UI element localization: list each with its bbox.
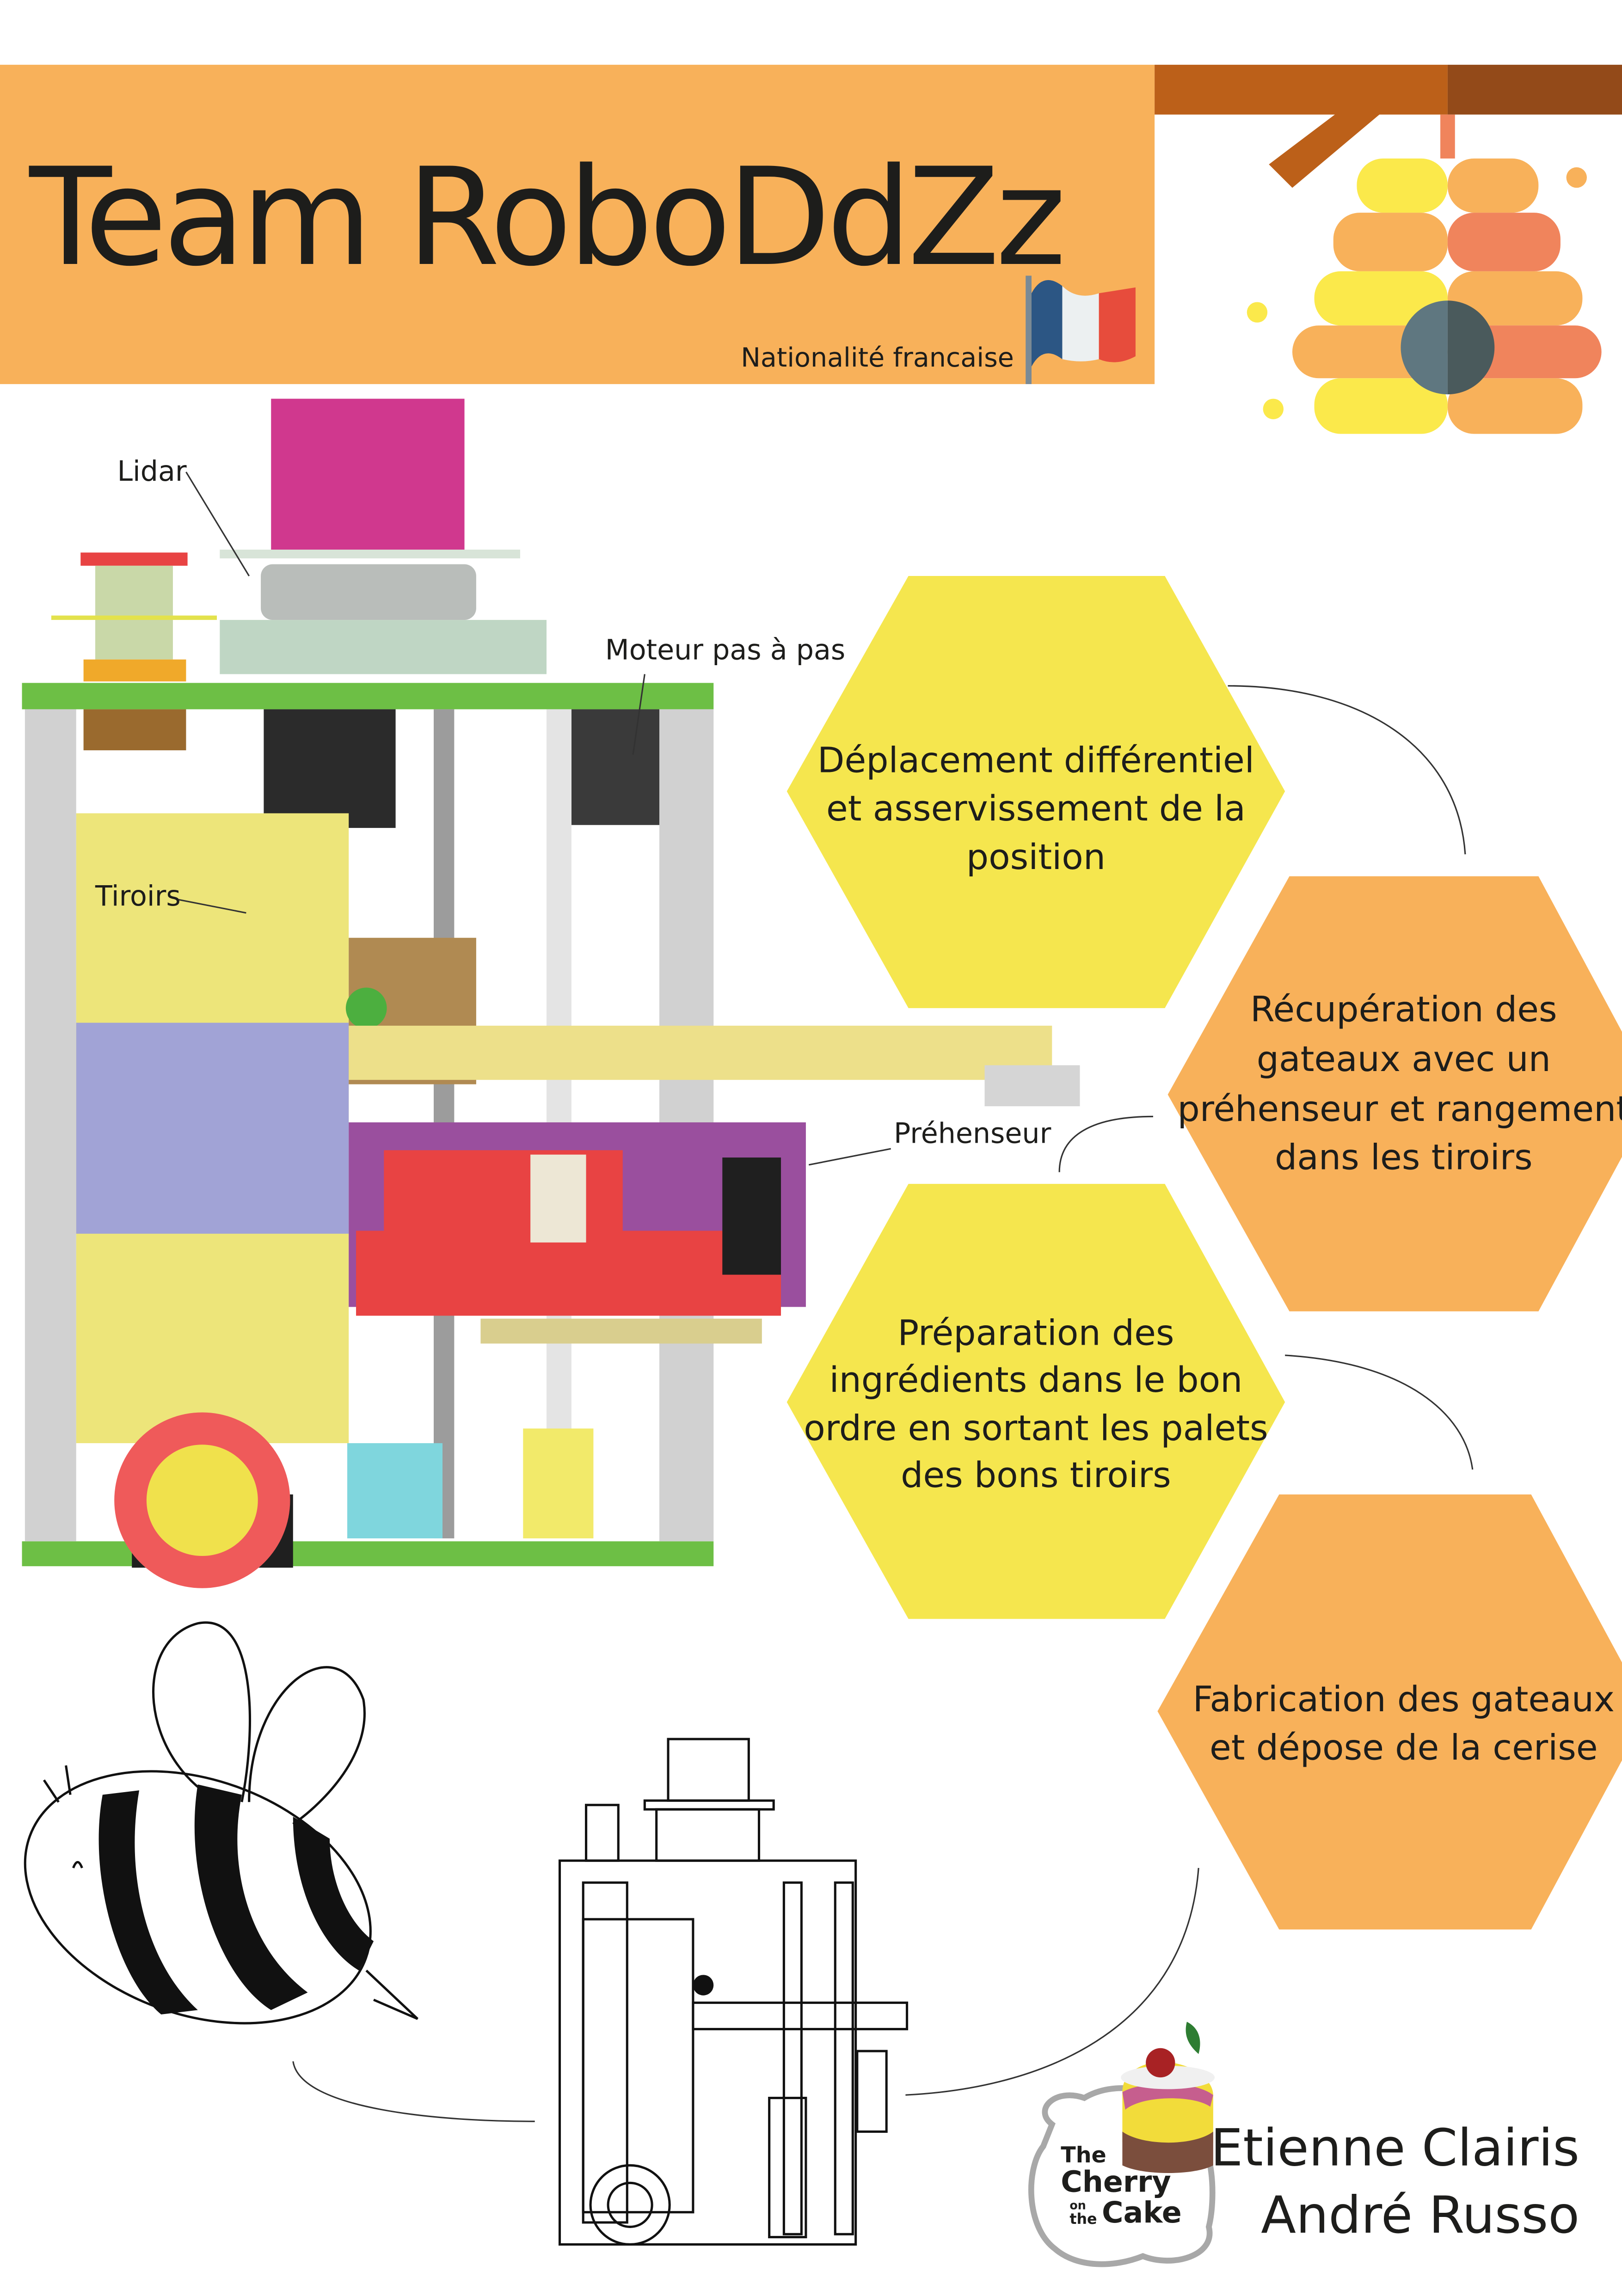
feature-hex-1: Déplacement différentiel et asservisseme… bbox=[786, 576, 1285, 1008]
label-drawers: Tiroirs bbox=[95, 880, 181, 912]
svg-text:Cherry: Cherry bbox=[1061, 2164, 1171, 2198]
hex-text-line: Préparation des bbox=[897, 1312, 1174, 1353]
hex-text-line: des bons tiroirs bbox=[901, 1454, 1171, 1495]
robot-sketch bbox=[558, 1738, 909, 2246]
hex-text-line: gateaux avec un bbox=[1257, 1038, 1551, 1079]
hex-text-line: position bbox=[966, 836, 1106, 877]
robot-render bbox=[22, 398, 1080, 1588]
label-stepper: Moteur pas à pas bbox=[605, 634, 845, 667]
hex-text-line: Fabrication des gateaux bbox=[1193, 1678, 1615, 1720]
team-member-name: André Russo bbox=[1261, 2186, 1579, 2245]
connectors bbox=[292, 685, 1474, 2122]
bee-sketch bbox=[24, 1621, 418, 2025]
hex-text-line: préhenseur et rangement bbox=[1177, 1088, 1622, 1129]
team-member-name: Etienne Clairis bbox=[1210, 2118, 1579, 2178]
beehive-icon bbox=[1155, 65, 1622, 434]
cherry-on-the-cake-logo: The Cherry on the Cake bbox=[1028, 2021, 1216, 2267]
svg-text:The: The bbox=[1061, 2143, 1106, 2168]
robot-labels: Lidar Moteur pas à pas Tiroirs Préhenseu… bbox=[95, 455, 1051, 1166]
feature-hex-2: Récupération des gateaux avec un préhens… bbox=[1167, 876, 1622, 1311]
france-flag-icon bbox=[1026, 276, 1136, 384]
feature-hex-3: Préparation des ingrédients dans le bon … bbox=[786, 1184, 1285, 1619]
hex-text-line: et dépose de la cerise bbox=[1210, 1727, 1598, 1768]
svg-text:on: on bbox=[1069, 2198, 1086, 2212]
hex-text-line: et asservissement de la bbox=[826, 788, 1246, 829]
svg-text:the: the bbox=[1069, 2211, 1097, 2228]
hex-text-line: dans les tiroirs bbox=[1275, 1136, 1533, 1177]
logo-wordmark: The Cherry on the Cake bbox=[1061, 2143, 1181, 2229]
hex-text-line: ordre en sortant les palets bbox=[804, 1408, 1268, 1449]
hex-text-line: ingrédients dans le bon bbox=[829, 1359, 1242, 1400]
header-banner: Team RoboDdZz Nationalité francaise bbox=[0, 65, 1155, 384]
nationality-label: Nationalité francaise bbox=[741, 343, 1014, 373]
team-members: Etienne Clairis André Russo bbox=[1210, 2118, 1579, 2245]
feature-hex-4: Fabrication des gateaux et dépose de la … bbox=[1157, 1494, 1622, 1930]
team-title: Team RoboDdZz bbox=[27, 139, 1062, 296]
label-gripper: Préhenseur bbox=[894, 1117, 1051, 1150]
svg-text:Cake: Cake bbox=[1102, 2195, 1182, 2229]
hex-text-line: Récupération des bbox=[1250, 988, 1557, 1029]
label-lidar: Lidar bbox=[117, 455, 187, 488]
hex-text-line: Déplacement différentiel bbox=[817, 740, 1254, 781]
